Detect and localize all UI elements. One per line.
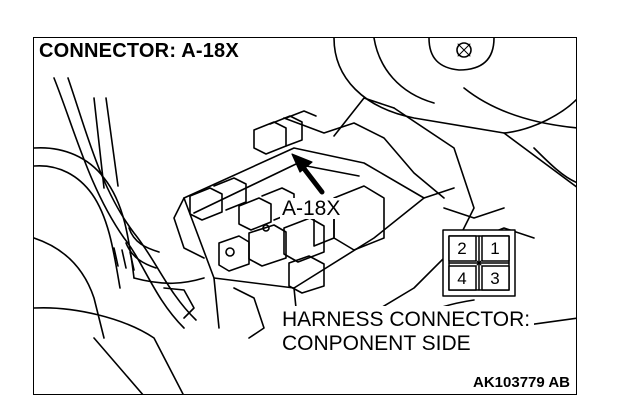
- diagram-frame: CONNECTOR: A-18X A-18X 2 1 4 3 HARNESS C…: [33, 37, 577, 395]
- figure-code: AK103779 AB: [471, 374, 572, 391]
- connector-face-diagram: [442, 229, 516, 297]
- connector-pointer-arrow: [291, 153, 325, 195]
- pin-label-1: 1: [490, 239, 500, 258]
- harness-connector-label: HARNESS CONNECTOR: CONPONENT SIDE: [278, 306, 535, 356]
- wiring-harness-loom: [34, 77, 205, 339]
- pin-label-3: 3: [490, 269, 500, 288]
- connector-callout-label: A-18X: [280, 197, 343, 220]
- reservoir-housing: [333, 38, 576, 188]
- lower-brackets: [34, 287, 265, 394]
- connector-title: CONNECTOR: A-18X: [37, 40, 243, 63]
- pin-label-2: 2: [457, 239, 467, 258]
- engine-bay-illustration: [34, 38, 576, 394]
- relay-box-body: [173, 97, 535, 339]
- pin-label-4: 4: [457, 269, 467, 288]
- harness-label-line2: CONPONENT SIDE: [282, 332, 471, 355]
- relay-blocks: [189, 110, 385, 294]
- harness-label-line1: HARNESS CONNECTOR:: [282, 308, 531, 331]
